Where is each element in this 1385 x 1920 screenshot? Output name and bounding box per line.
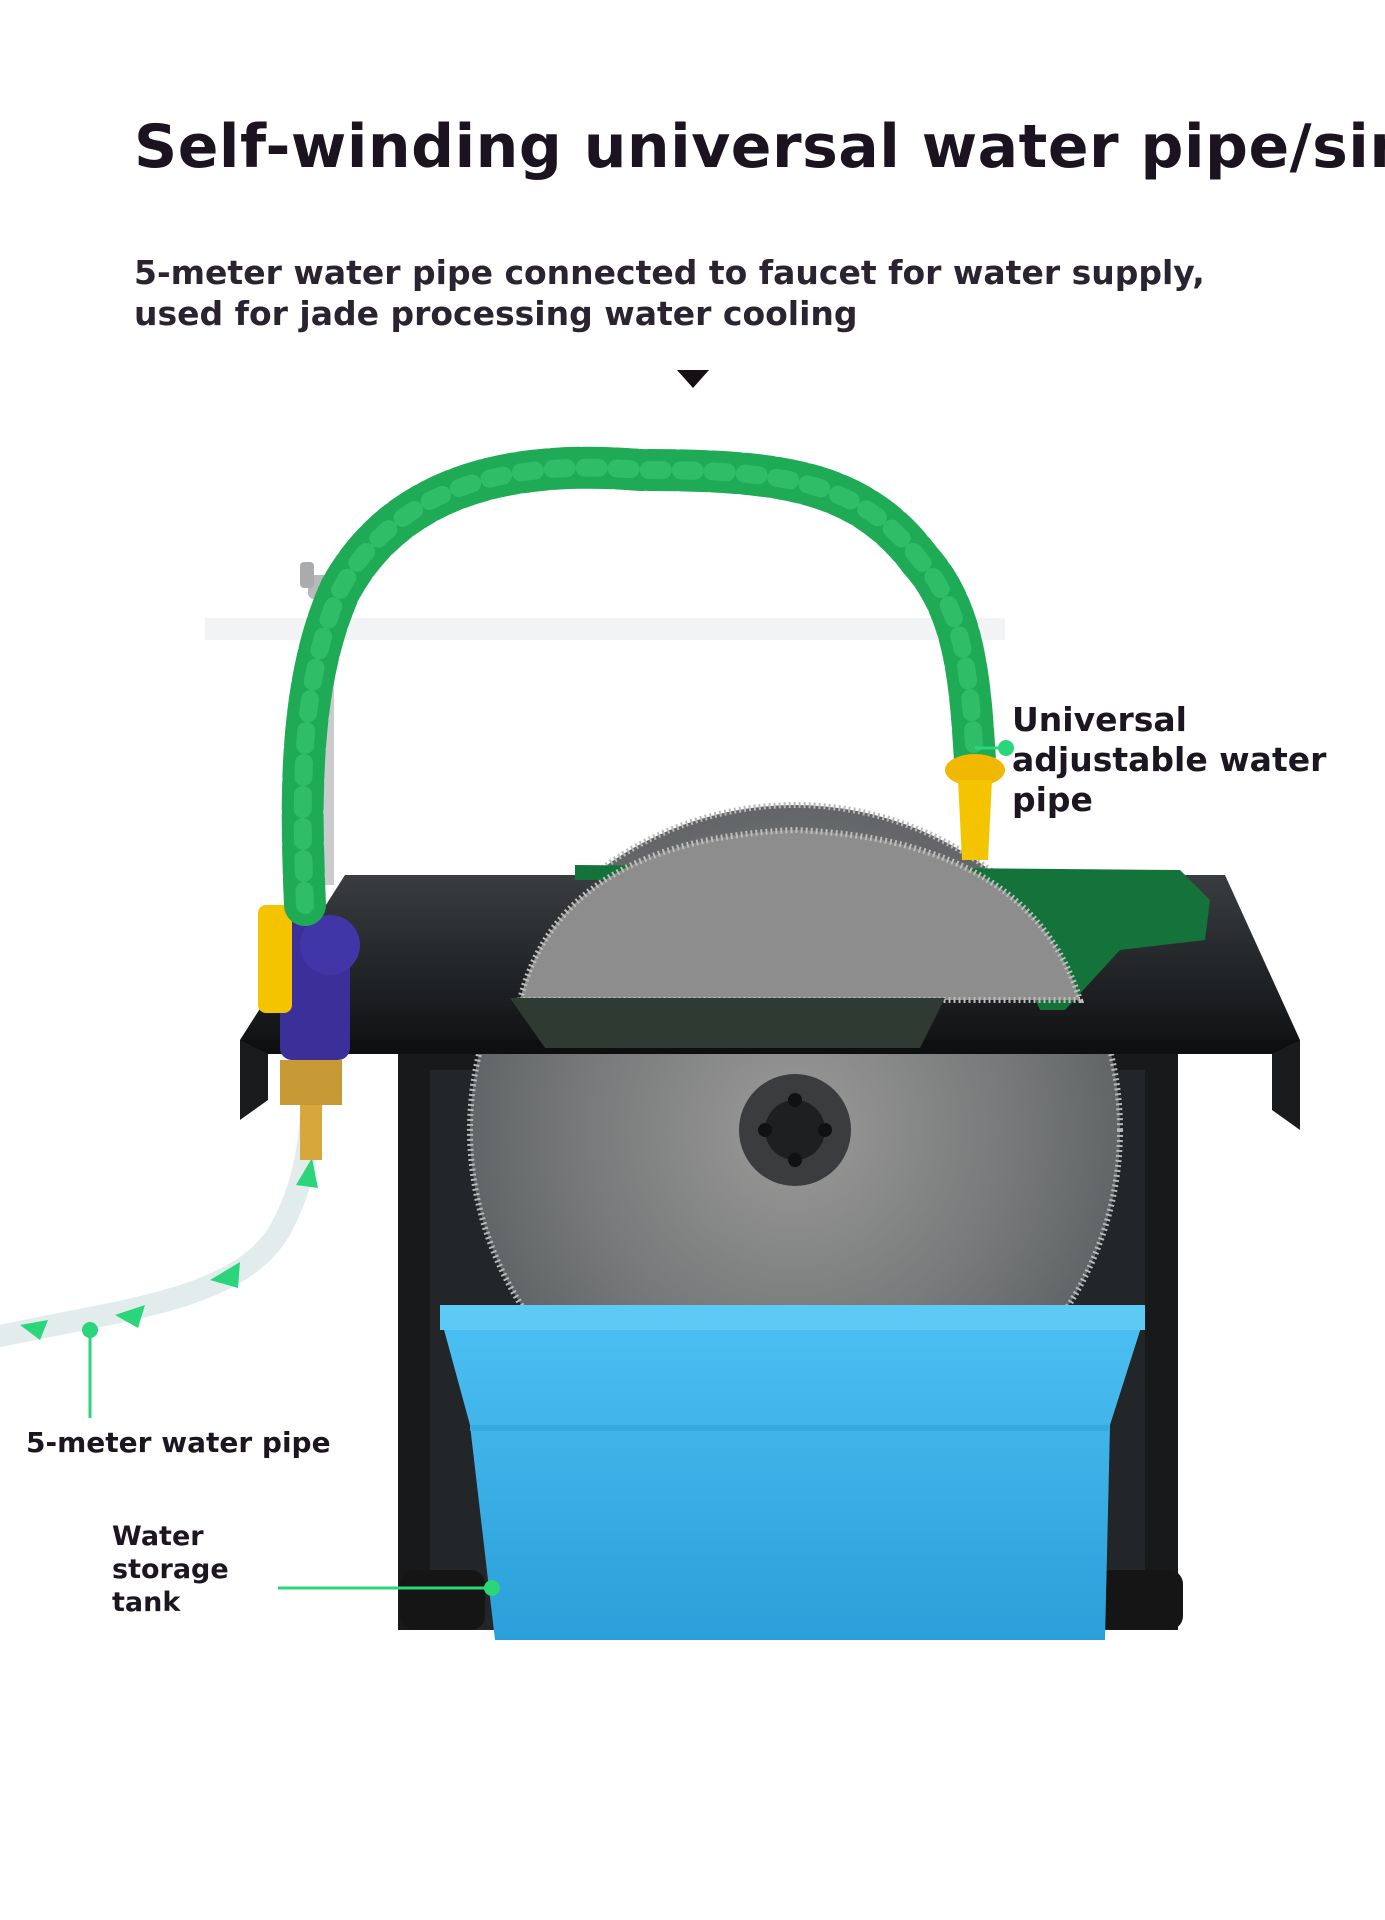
foot-left — [400, 1570, 485, 1630]
water-storage-tank — [440, 1305, 1145, 1640]
page-title: Self-winding universal water pipe/sink — [134, 112, 1385, 182]
blade-label-plate — [510, 998, 945, 1048]
support-rod — [324, 575, 334, 885]
callout-dot-universal — [998, 740, 1014, 756]
brass-fitting — [280, 1060, 342, 1105]
callout-dot-pipe — [82, 1322, 98, 1338]
callout-five-meter-pipe: 5-meter water pipe — [26, 1426, 331, 1459]
nozzle-icon — [945, 754, 1005, 860]
page-subtitle: 5-meter water pipe connected to faucet f… — [134, 253, 1205, 333]
callout-universal-pipe: Universal adjustable water pipe — [1012, 700, 1327, 819]
callout-storage-tank: Water storage tank — [112, 1521, 229, 1618]
acrylic-guard — [205, 618, 1005, 640]
valve-icon — [258, 905, 360, 1060]
callout-dot-tank — [484, 1580, 500, 1596]
flow-arrows — [20, 1158, 318, 1340]
clear-hose — [0, 1089, 323, 1347]
down-arrow-icon — [677, 370, 709, 388]
foot-right — [1098, 1570, 1183, 1630]
